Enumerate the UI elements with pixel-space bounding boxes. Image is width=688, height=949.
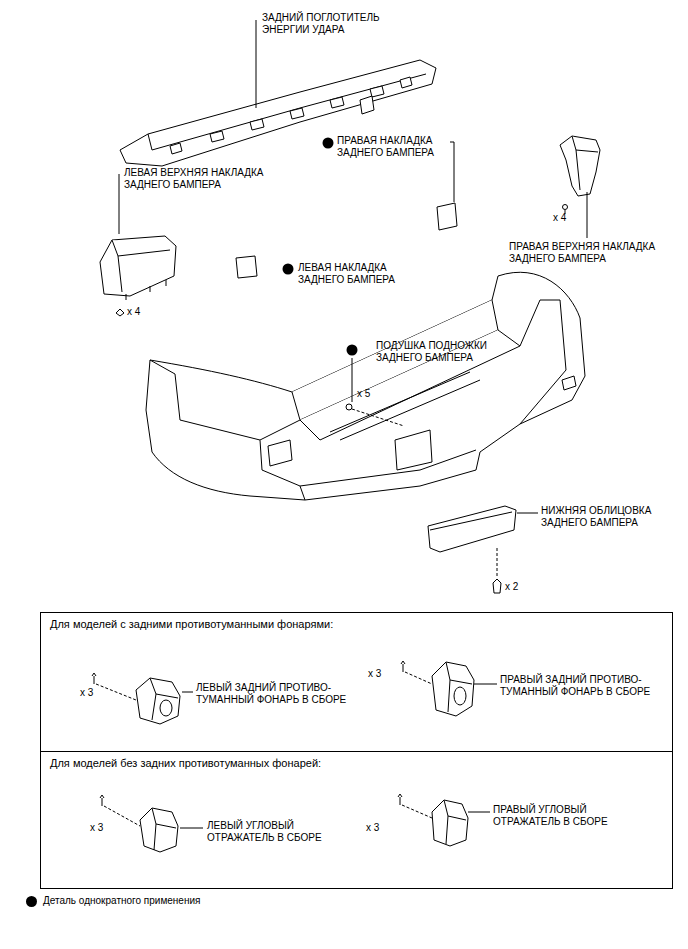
quantity-mark: x 3 xyxy=(90,822,103,834)
panel-heading: Для моделей без задних противотуманных ф… xyxy=(41,752,672,775)
part-name: ЛЕВАЯ НАКЛАДКА ЗАДНЕГО БАМПЕРА xyxy=(298,262,416,286)
part-name: ПРАВАЯ ВЕРХНЯЯ НАКЛАДКА ЗАДНЕГО БАМПЕРА xyxy=(509,241,681,265)
screw xyxy=(401,661,405,672)
right-upper-trim xyxy=(560,136,600,196)
dashed-line xyxy=(405,672,432,684)
dashed-line xyxy=(104,806,140,826)
quantity-mark: x 4 xyxy=(127,306,140,318)
leader-lines xyxy=(119,20,587,828)
step-pad xyxy=(346,404,352,410)
dashed-line xyxy=(96,684,136,700)
reflector-right xyxy=(432,800,468,846)
quantity-mark: x 4 xyxy=(553,212,566,224)
screw xyxy=(92,673,96,684)
clip xyxy=(116,309,124,316)
part-name: ЛЕВЫЙ УГЛОВЫЙ ОТРАЖАТЕЛЬ В СБОРЕ xyxy=(207,820,342,844)
one-time-use-mark xyxy=(283,138,358,356)
left-pad xyxy=(236,256,257,278)
part-name: ПРАВАЯ НАКЛАДКА ЗАДНЕГО БАМПЕРА xyxy=(337,135,462,159)
quantity-mark: x 2 xyxy=(505,581,518,593)
panel-heading: Для моделей с задними противотуманными ф… xyxy=(41,613,672,636)
quantity-mark: x 5 xyxy=(357,388,370,400)
screw xyxy=(398,794,402,805)
quantity-mark: x 3 xyxy=(368,668,381,680)
right-pad xyxy=(437,203,457,230)
clip xyxy=(493,579,501,593)
screw xyxy=(100,795,104,806)
lower-cover xyxy=(428,506,516,552)
legend-text: Деталь однократного применения xyxy=(43,895,200,907)
part-name: ЗАДНИЙ ПОГЛОТИТЕЛЬ ЭНЕРГИИ УДАРА xyxy=(262,12,407,36)
fog-lamp-left xyxy=(136,678,180,724)
part-name: ПРАВЫЙ ЗАДНИЙ ПРОТИВО- ТУМАННЫЙ ФОНАРЬ В… xyxy=(500,674,668,698)
quantity-mark: x 3 xyxy=(366,822,379,834)
rear-bumper xyxy=(146,272,585,500)
quantity-mark: x 3 xyxy=(80,687,93,699)
legend-swatch xyxy=(26,896,37,907)
dashed-line xyxy=(497,548,498,578)
part-name: ПОДУШКА ПОДНОЖКИ ЗАДНЕГО БАМПЕРА xyxy=(376,340,508,364)
left-upper-trim xyxy=(100,236,176,300)
fog-lamp-right xyxy=(432,662,474,716)
legend-entry: Деталь однократного применения xyxy=(26,895,200,907)
clip xyxy=(563,205,568,210)
dashed-line xyxy=(402,805,432,818)
part-name: НИЖНЯЯ ОБЛИЦОВКА ЗАДНЕГО БАМПЕРА xyxy=(541,505,673,529)
part-name: ЛЕВЫЙ ЗАДНИЙ ПРОТИВО- ТУМАННЫЙ ФОНАРЬ В … xyxy=(196,682,364,706)
part-name: ПРАВЫЙ УГЛОВЫЙ ОТРАЖАТЕЛЬ В СБОРЕ xyxy=(493,804,628,828)
reflector-left xyxy=(140,808,178,852)
part-name: ЛЕВАЯ ВЕРХНЯЯ НАКЛАДКА ЗАДНЕГО БАМПЕРА xyxy=(124,167,296,191)
dashed-line xyxy=(352,409,404,426)
